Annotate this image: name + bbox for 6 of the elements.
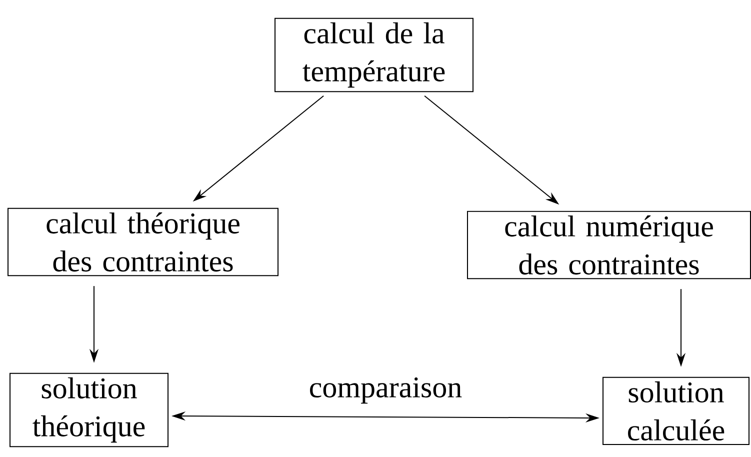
process-box: calcul de la température [274,18,474,92]
process-box: solution théorique [10,372,168,448]
edge-label: comparaison [308,376,464,405]
process-box: calcul théorique des contraintes [8,208,278,276]
process-box: calcul numérique des contraintes [467,210,751,280]
process-box: solution calculée [602,376,750,446]
